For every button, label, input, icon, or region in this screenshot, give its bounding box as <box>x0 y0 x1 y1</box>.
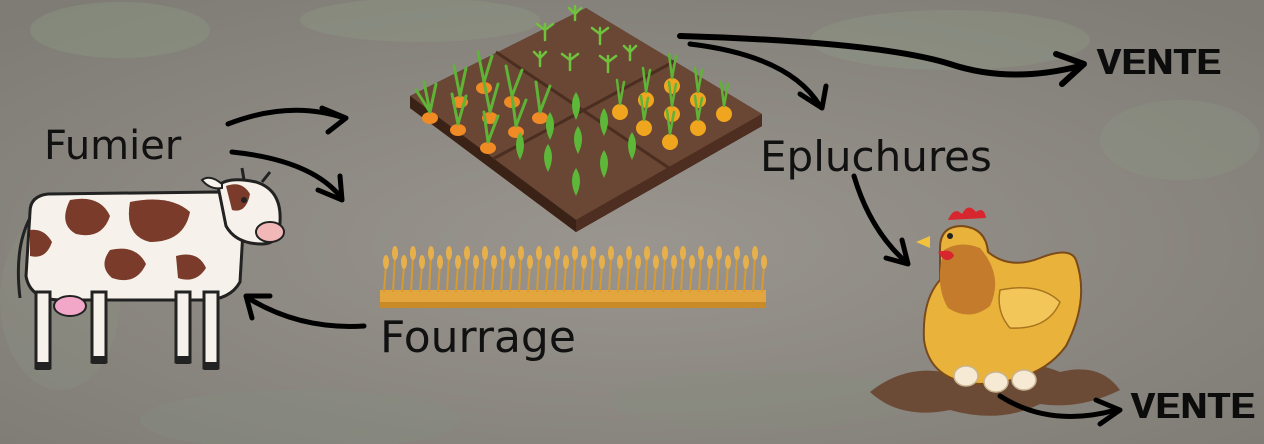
label-epluchures: Epluchures <box>760 136 992 178</box>
label-vente-top: VENTE <box>1097 44 1222 80</box>
label-vente-bottom: VENTE <box>1131 388 1256 424</box>
label-fourrage: Fourrage <box>380 316 576 360</box>
label-fumier: Fumier <box>44 126 181 166</box>
